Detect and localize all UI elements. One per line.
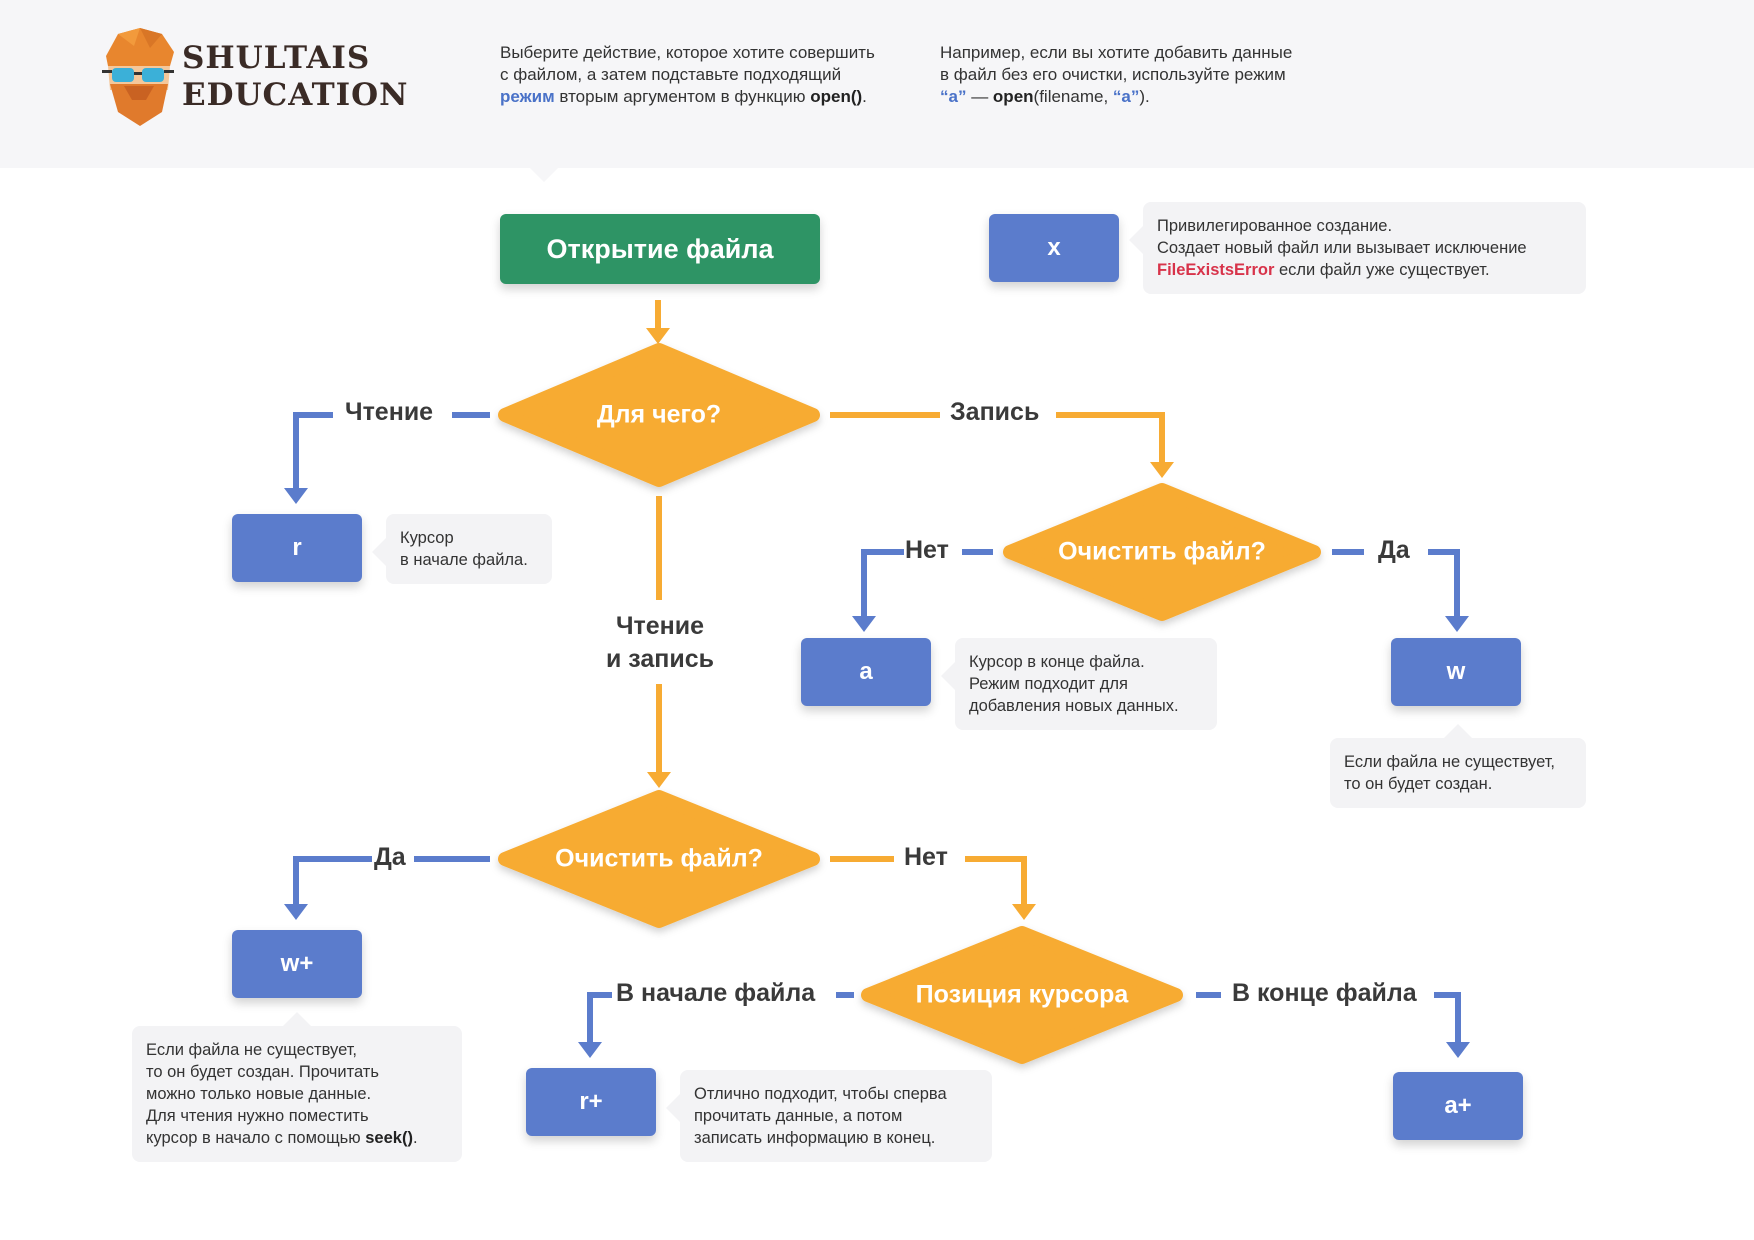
note-w-plus-line-4: Для чтения нужно поместить bbox=[146, 1107, 369, 1125]
label-read-write-1: Чтение bbox=[615, 612, 705, 640]
note-a-line-3: добавления новых данных. bbox=[969, 697, 1179, 715]
header-notch bbox=[528, 166, 560, 182]
brand-line-2: EDUCATION bbox=[182, 77, 409, 113]
example-open-func: open bbox=[992, 87, 1034, 106]
arrowhead-wplus bbox=[284, 904, 308, 920]
mode-a: a bbox=[801, 638, 931, 706]
arrowhead-a bbox=[852, 616, 876, 632]
file-exists-error: FileExistsError bbox=[1157, 261, 1275, 279]
note-w-line-2: то он будет создан. bbox=[1344, 775, 1493, 793]
mode-r-plus: r+ bbox=[526, 1068, 656, 1136]
intro-right: Например, если вы хотите добавить данные… bbox=[940, 42, 1292, 108]
note-x: Привилегированное создание. Создает новы… bbox=[1129, 202, 1586, 294]
arrowhead-aplus bbox=[1446, 1042, 1470, 1058]
arrowhead-cursor bbox=[1012, 904, 1036, 920]
open-func: open() bbox=[810, 87, 863, 106]
decision-clear-write: Очистить файл? bbox=[1058, 537, 1266, 566]
note-w-plus-line-5-pre: курсор в начало с помощью bbox=[146, 1129, 366, 1147]
note-x-line-1: Привилегированное создание. bbox=[1157, 217, 1393, 235]
decision-cursor-shape bbox=[861, 926, 1183, 1064]
decision-cursor: Позиция курсора bbox=[915, 980, 1129, 1009]
note-w-plus-line-5: курсор в начало с помощью seek(). bbox=[146, 1127, 448, 1149]
note-w: Если файла не существует, то он будет со… bbox=[1330, 724, 1586, 808]
intro-left-mid: вторым аргументом в функцию bbox=[554, 87, 811, 106]
connector-yes-w-2 bbox=[1428, 549, 1460, 618]
intro-right-line-2: в файл без его очистки, используйте режи… bbox=[940, 65, 1286, 84]
connector-cursor-start bbox=[587, 992, 612, 1044]
note-x-line-3-rest: если файл уже существует. bbox=[1274, 261, 1490, 279]
intro-right-end: ). bbox=[1139, 87, 1150, 106]
note-r-plus: Отлично подходит, чтобы сперва прочитать… bbox=[666, 1070, 992, 1162]
note-x-line-3: FileExistsError если файл уже существует… bbox=[1157, 259, 1572, 281]
arrowhead-clear-write bbox=[1150, 462, 1174, 478]
connector-read bbox=[293, 412, 333, 490]
note-r-plus-line-3: записать информацию в конец. bbox=[694, 1129, 936, 1147]
connector-no-a bbox=[861, 549, 904, 618]
connector-cursor-end bbox=[1434, 992, 1461, 1044]
intro-right-line-1: Например, если вы хотите добавить данные bbox=[940, 43, 1293, 62]
arrowhead-purpose bbox=[646, 328, 670, 344]
decision-clear-rw-shape bbox=[498, 790, 820, 928]
note-a-line-1: Курсор в конце файла. bbox=[969, 653, 1145, 671]
intro-right-line-3: “a” — open(filename, “a”). bbox=[940, 86, 1292, 108]
decision-clear-write-shape bbox=[1003, 483, 1321, 621]
note-r-plus-line-2: прочитать данные, а потом bbox=[694, 1107, 903, 1125]
note-r: Курсор в начале файла. bbox=[372, 514, 552, 584]
arrowhead-clear-rw bbox=[647, 772, 671, 788]
intro-left-line-3: режим вторым аргументом в функцию open()… bbox=[500, 86, 875, 108]
label-cursor-start: В начале файла bbox=[616, 979, 816, 1007]
connector-yes-wplus bbox=[293, 856, 372, 906]
label-no-1: Нет bbox=[905, 536, 949, 564]
note-a: Курсор в конце файла. Режим подходит для… bbox=[941, 638, 1217, 730]
example-mode: “a” bbox=[940, 87, 967, 106]
intro-right-dash: — bbox=[966, 87, 993, 106]
intro-left-line-1: Выберите действие, которое хотите соверш… bbox=[500, 43, 875, 62]
brand-name: SHULTAIS EDUCATION bbox=[182, 40, 408, 114]
example-mode-arg: “a” bbox=[1112, 87, 1140, 106]
note-w-plus-line-2: то он будет создан. Прочитать bbox=[146, 1063, 379, 1081]
bearded-face-logo-icon bbox=[88, 26, 188, 130]
label-read: Чтение bbox=[345, 398, 434, 426]
label-read-write: Чтение и запись bbox=[560, 610, 760, 676]
connector-write bbox=[1056, 412, 1165, 464]
intro-left-end: . bbox=[862, 87, 867, 106]
note-x-line-2: Создает новый файл или вызывает исключен… bbox=[1157, 239, 1527, 257]
start-box-open-file: Открытие файла bbox=[500, 214, 820, 284]
mode-a-plus: a+ bbox=[1393, 1072, 1523, 1140]
note-w-plus-line-3: можно только новые данные. bbox=[146, 1085, 372, 1103]
intro-left: Выберите действие, которое хотите соверш… bbox=[500, 42, 875, 108]
decision-clear-rw: Очистить файл? bbox=[555, 844, 763, 873]
arrowhead-rplus bbox=[578, 1042, 602, 1058]
mode-w: w bbox=[1391, 638, 1521, 706]
note-w-line-1: Если файла не существует, bbox=[1344, 753, 1556, 771]
note-r-line-2: в начале файла. bbox=[400, 551, 528, 569]
note-w-plus: Если файла не существует, то он будет со… bbox=[132, 1012, 462, 1162]
seek-func: seek() bbox=[365, 1129, 413, 1147]
note-w-plus-line-1: Если файла не существует, bbox=[146, 1041, 358, 1059]
label-read-write-2: и запись bbox=[605, 645, 715, 673]
header-band bbox=[0, 0, 1754, 168]
note-r-plus-line-1: Отлично подходит, чтобы сперва bbox=[694, 1085, 947, 1103]
note-w-plus-line-5-end: . bbox=[412, 1129, 418, 1147]
note-r-line-1: Курсор bbox=[400, 529, 454, 547]
brand-line-1: SHULTAIS bbox=[182, 40, 371, 76]
label-no-2: Нет bbox=[904, 843, 948, 871]
decision-purpose-shape bbox=[498, 343, 820, 487]
label-yes-1: Да bbox=[1378, 536, 1410, 564]
intro-left-line-2: с файлом, а затем подставьте подходящий bbox=[500, 65, 842, 84]
mode-w-plus: w+ bbox=[232, 930, 362, 998]
decision-purpose: Для чего? bbox=[596, 400, 722, 429]
mode-word: режим bbox=[500, 87, 555, 106]
connector-no-cursor bbox=[965, 856, 1027, 906]
intro-right-args: (filename, bbox=[1033, 87, 1113, 106]
label-cursor-end: В конце файла bbox=[1232, 979, 1417, 1007]
mode-r: r bbox=[232, 514, 362, 582]
arrowhead-w bbox=[1445, 616, 1469, 632]
arrowhead-r bbox=[284, 488, 308, 504]
note-a-line-2: Режим подходит для bbox=[969, 675, 1128, 693]
label-yes-2: Да bbox=[374, 843, 406, 871]
label-write: Запись bbox=[950, 398, 1040, 426]
mode-x: x bbox=[989, 214, 1119, 282]
